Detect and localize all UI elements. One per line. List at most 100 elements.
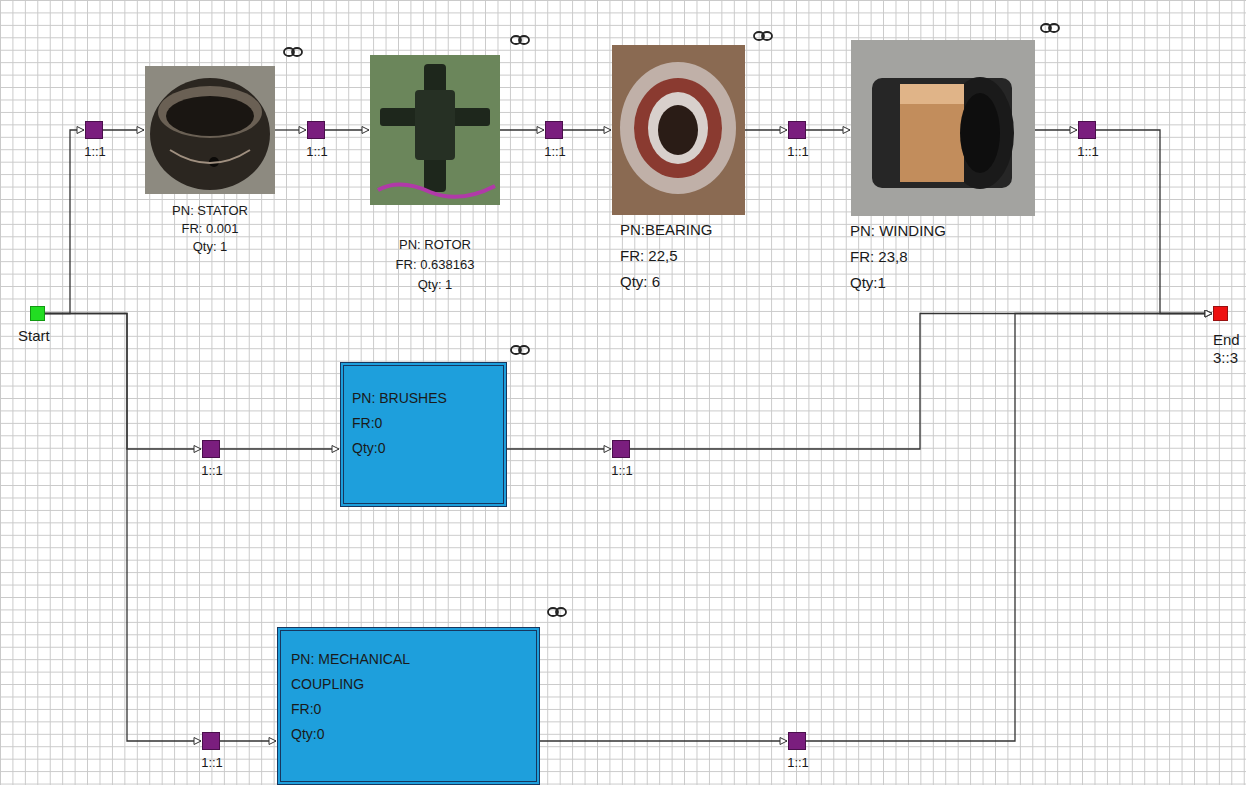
block-connector xyxy=(1035,129,1077,130)
link-icon xyxy=(548,608,566,616)
connector-node: 1::1 xyxy=(202,440,220,458)
rotor-core xyxy=(415,90,455,160)
block-connector xyxy=(103,129,144,130)
block-connector xyxy=(540,740,787,741)
node-label: 1::1 xyxy=(534,144,576,160)
block-connector xyxy=(45,314,201,450)
node-value: FR:0 xyxy=(291,697,431,722)
node-text: PN: MECHANICAL COUPLINGFR:0Qty:0 xyxy=(291,647,431,747)
stator-highlight xyxy=(170,150,250,163)
block-connector xyxy=(500,129,544,130)
node-value: Qty: 1 xyxy=(145,238,275,256)
node-label: PN: WINDING xyxy=(850,218,1000,244)
node-label: PN:BEARING xyxy=(620,217,750,243)
connector-node: 1::1 xyxy=(202,732,220,750)
component-block: PN: STATORFR: 0.001Qty: 1 xyxy=(145,66,275,194)
rotor-photo xyxy=(370,55,500,205)
link-ring xyxy=(556,608,566,616)
node-value: 3::3 xyxy=(1213,349,1245,367)
winding-photo xyxy=(851,40,1035,216)
connector-node: 1::1 xyxy=(788,732,806,750)
link-ring xyxy=(762,32,772,40)
node-label: 1::1 xyxy=(296,144,338,160)
node-text: 1::1 xyxy=(601,463,643,479)
node-value: FR:0 xyxy=(352,411,497,436)
node-label: Start xyxy=(18,327,62,345)
connector-node: 1::1 xyxy=(612,440,630,458)
bearing-photo xyxy=(612,45,745,215)
node-value: Qty:1 xyxy=(850,270,1000,296)
block-connector xyxy=(806,314,1212,742)
node-text: 1::1 xyxy=(74,144,116,160)
node-label: End xyxy=(1213,331,1245,349)
node-text: 1::1 xyxy=(534,144,576,160)
node-label: 1::1 xyxy=(191,463,233,479)
node-text: 1::1 xyxy=(777,755,819,771)
block-connector xyxy=(275,129,306,130)
node-label: 1::1 xyxy=(777,755,819,771)
node-value: FR: 0.001 xyxy=(145,220,275,238)
node-value: Qty: 1 xyxy=(370,275,500,295)
bearing-bore xyxy=(658,105,698,155)
connector-node: 1::1 xyxy=(545,121,563,139)
stator-rim xyxy=(158,86,262,138)
rotor-mark xyxy=(378,184,495,196)
connector-node: 1::1 xyxy=(1078,121,1096,139)
link-ring xyxy=(1049,24,1059,32)
block-connector xyxy=(1096,130,1212,314)
link-ring xyxy=(519,346,529,354)
photo-ground xyxy=(851,40,1035,216)
component-block: PN: ROTORFR: 0.638163Qty: 1 xyxy=(370,55,500,205)
connector-node: 1::1 xyxy=(85,121,103,139)
node-text: 1::1 xyxy=(296,144,338,160)
winding-copper xyxy=(900,84,964,182)
node-value: FR: 0.638163 xyxy=(370,255,500,275)
photo-ground xyxy=(145,66,275,194)
block-connector xyxy=(507,448,611,449)
node-text: Start xyxy=(18,327,62,345)
block-connector xyxy=(45,130,84,314)
node-label: 1::1 xyxy=(1067,144,1109,160)
link-ring xyxy=(519,36,529,44)
stator-bore xyxy=(166,96,254,136)
node-value: FR: 23,8 xyxy=(850,244,1000,270)
block-connector xyxy=(563,129,611,130)
photo-ground xyxy=(370,55,500,205)
block-connector xyxy=(220,740,276,741)
link-icon xyxy=(284,48,302,56)
node-label: 1::1 xyxy=(74,144,116,160)
node-value: Qty:0 xyxy=(352,436,497,461)
node-label: 1::1 xyxy=(601,463,643,479)
node-value: Qty:0 xyxy=(291,722,431,747)
block-connector xyxy=(806,129,850,130)
link-icon xyxy=(1041,24,1059,32)
node-value: Qty: 6 xyxy=(620,269,750,295)
component-block: PN:BEARINGFR: 22,5Qty: 6 xyxy=(612,45,745,215)
node-text: PN:BEARINGFR: 22,5Qty: 6 xyxy=(620,217,750,295)
stator-body xyxy=(150,78,270,190)
component-block: PN: BRUSHESFR:0Qty:0 xyxy=(340,362,507,507)
link-icon xyxy=(754,32,772,40)
block-connector xyxy=(630,314,1212,450)
link-icon xyxy=(511,346,529,354)
bearing-race xyxy=(634,78,722,178)
link-icons xyxy=(284,24,1059,616)
node-text: PN: STATORFR: 0.001Qty: 1 xyxy=(145,202,275,256)
node-label: 1::1 xyxy=(191,755,233,771)
end-node: End3::3 xyxy=(1213,306,1228,321)
photo-shade xyxy=(370,55,500,205)
node-value: FR: 22,5 xyxy=(620,243,750,269)
node-text: PN: WINDINGFR: 23,8Qty:1 xyxy=(850,218,1000,296)
node-label: PN: BRUSHES xyxy=(352,386,497,411)
connector-node: 1::1 xyxy=(307,121,325,139)
start-node: Start xyxy=(30,306,45,321)
node-label: PN: ROTOR xyxy=(370,235,500,255)
node-text: PN: BRUSHESFR:0Qty:0 xyxy=(352,386,497,461)
node-text: 1::1 xyxy=(191,463,233,479)
block-connector xyxy=(220,448,339,449)
bearing-inner xyxy=(648,92,708,164)
connector-node: 1::1 xyxy=(788,121,806,139)
